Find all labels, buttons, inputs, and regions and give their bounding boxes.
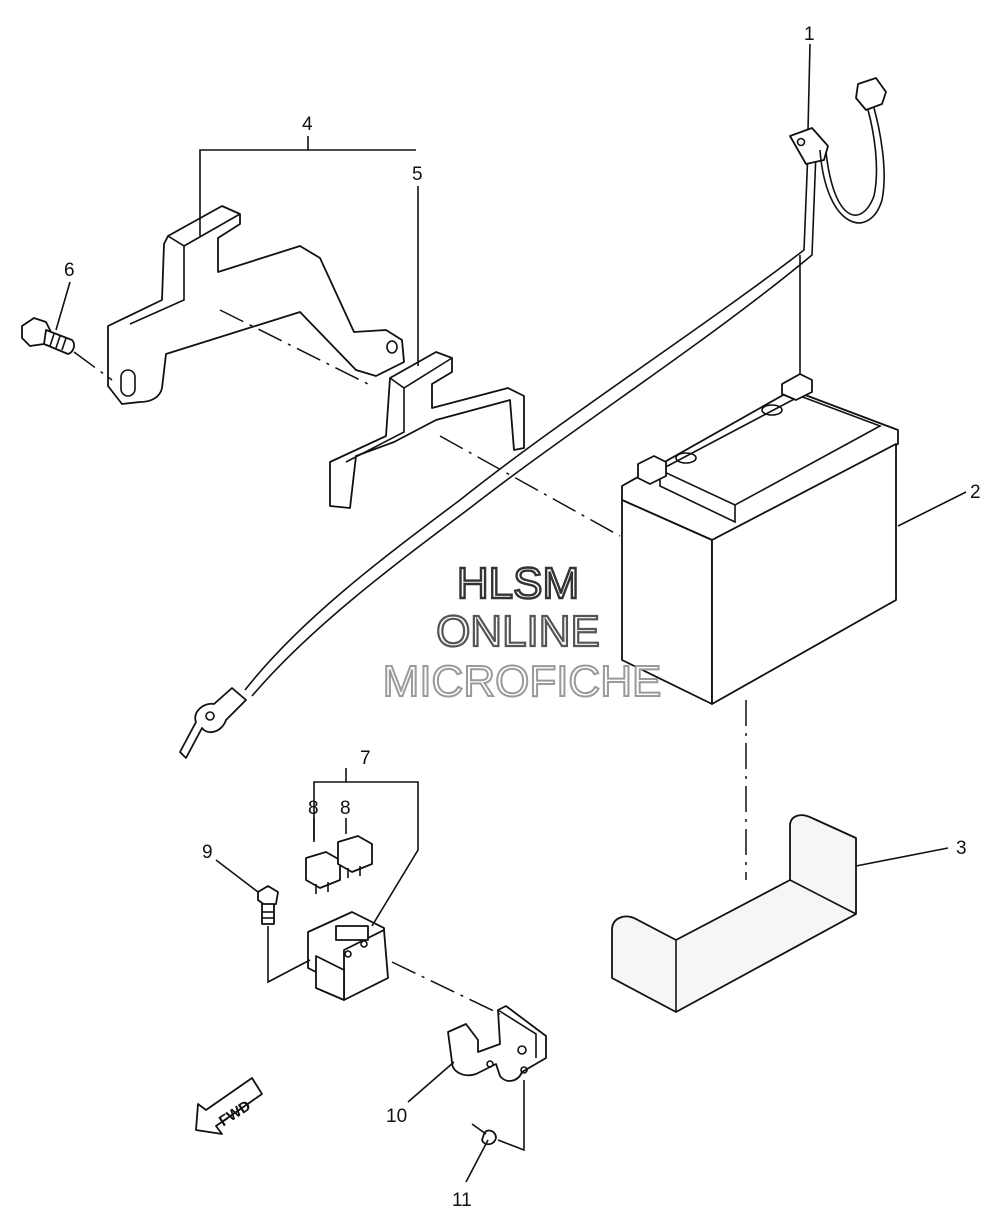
callout-2: 2 [970, 482, 981, 503]
bracket-part-5[interactable] [329, 351, 525, 509]
bolt-part-9[interactable] [257, 885, 279, 925]
callout-9: 9 [202, 842, 213, 863]
callout-4: 4 [302, 114, 313, 135]
callout-10: 10 [386, 1106, 407, 1127]
callout-3: 3 [956, 838, 967, 859]
callout-8b: 8 [340, 798, 351, 819]
fuse-part-8a[interactable] [305, 851, 341, 894]
battery-tray-part-3[interactable] [611, 814, 857, 1013]
assembly-lines [73, 309, 747, 1015]
starter-relay-part-7[interactable] [307, 911, 389, 1001]
callout-7: 7 [360, 748, 371, 769]
callout-labels: 1 2 3 4 5 6 7 8 8 9 10 11 [64, 24, 981, 1211]
battery-part-2[interactable] [621, 373, 899, 705]
watermark-line-1: HLSM [457, 559, 579, 608]
relay-bracket-part-10[interactable] [447, 1005, 547, 1082]
callout-8a: 8 [308, 798, 319, 819]
rivet-part-11[interactable] [471, 1123, 497, 1146]
callout-11: 11 [452, 1190, 472, 1211]
callout-1: 1 [804, 24, 815, 45]
watermark-line-2: ONLINE [436, 607, 600, 656]
battery-cable-part-1[interactable] [179, 77, 887, 759]
callout-6: 6 [64, 260, 75, 281]
watermark-line-3: MICROFICHE [383, 657, 662, 706]
fwd-arrow-icon: FWD [195, 1077, 263, 1135]
bolt-part-6[interactable] [21, 317, 75, 355]
callout-5: 5 [412, 164, 423, 185]
leader-lines [55, 43, 967, 1183]
bracket-part-4[interactable] [107, 205, 405, 405]
watermark: HLSM ONLINE MICROFICHE [382, 558, 663, 707]
fuse-part-8b[interactable] [337, 835, 373, 878]
